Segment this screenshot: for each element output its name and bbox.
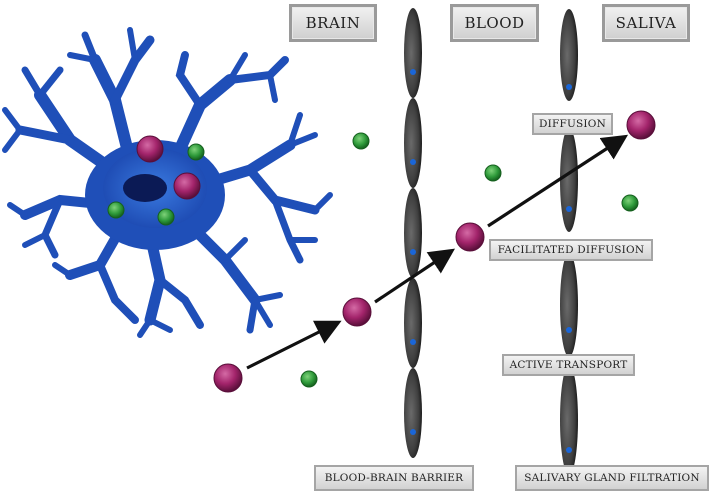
- label-facilitated-diffusion: FACILITATED DIFFUSION: [489, 239, 653, 261]
- arrow-3: [487, 134, 629, 228]
- magenta-molecule-icon: [136, 110, 656, 393]
- header-brain: BRAIN: [289, 4, 377, 42]
- transport-arrows: [246, 134, 629, 370]
- endothelial-cell-icon: [560, 128, 578, 232]
- neuron-icon: [2, 27, 333, 338]
- arrow-2: [374, 248, 455, 304]
- endothelial-cell-icon: [404, 8, 422, 98]
- salivary-gland-column: [560, 9, 578, 475]
- header-saliva: SALIVA: [602, 4, 690, 42]
- label-salivary-gland-filtration: SALIVARY GLAND FILTRATION: [515, 465, 709, 491]
- label-diffusion: DIFFUSION: [532, 113, 613, 135]
- blood-brain-barrier-column: [404, 8, 422, 458]
- header-blood: BLOOD: [450, 4, 539, 42]
- endothelial-cell-icon: [560, 253, 578, 357]
- green-molecule-icon: [107, 132, 639, 388]
- endothelial-cell-icon: [404, 278, 422, 368]
- endothelial-cell-icon: [404, 368, 422, 458]
- label-blood-brain-barrier: BLOOD-BRAIN BARRIER: [314, 465, 474, 491]
- nucleus: [123, 174, 167, 202]
- endothelial-cell-icon: [560, 9, 578, 101]
- endothelial-cell-icon: [404, 188, 422, 278]
- label-active-transport: ACTIVE TRANSPORT: [502, 354, 635, 376]
- endothelial-cell-icon: [560, 365, 578, 475]
- arrow-1: [246, 320, 342, 370]
- endothelial-cell-icon: [404, 98, 422, 188]
